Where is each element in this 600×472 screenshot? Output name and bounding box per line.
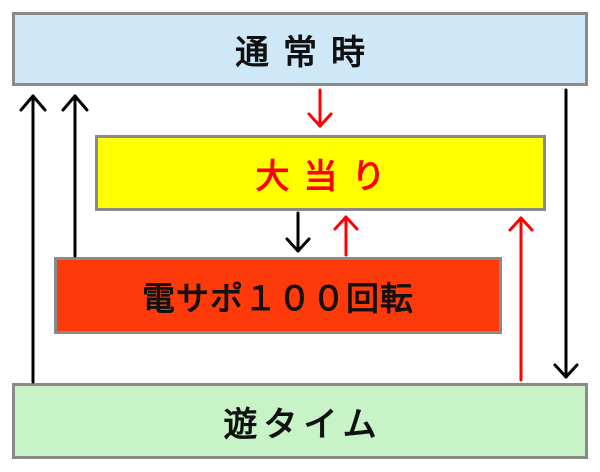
arrow-densapo-to-normal [61,94,89,258]
arrow-jackpot-to-densapo [285,211,311,253]
state-densapo-label: 電サポ１００回転 [142,278,414,318]
state-normal-label: 通常時 [235,32,379,73]
state-normal: 通常時 [12,12,588,86]
arrow-normal-to-asobi [553,88,579,379]
arrow-densapo-to-jackpot [333,215,359,257]
state-asobi-label: 遊タイム [223,404,383,445]
arrow-asobi-to-normal [19,94,47,384]
state-jackpot: 大当り [95,135,546,211]
arrow-normal-to-jackpot [307,88,333,128]
state-jackpot-label: 大当り [255,156,400,197]
state-densapo: 電サポ１００回転 [54,257,502,334]
arrow-asobi-to-jackpot [508,216,534,382]
state-asobi: 遊タイム [12,383,588,459]
